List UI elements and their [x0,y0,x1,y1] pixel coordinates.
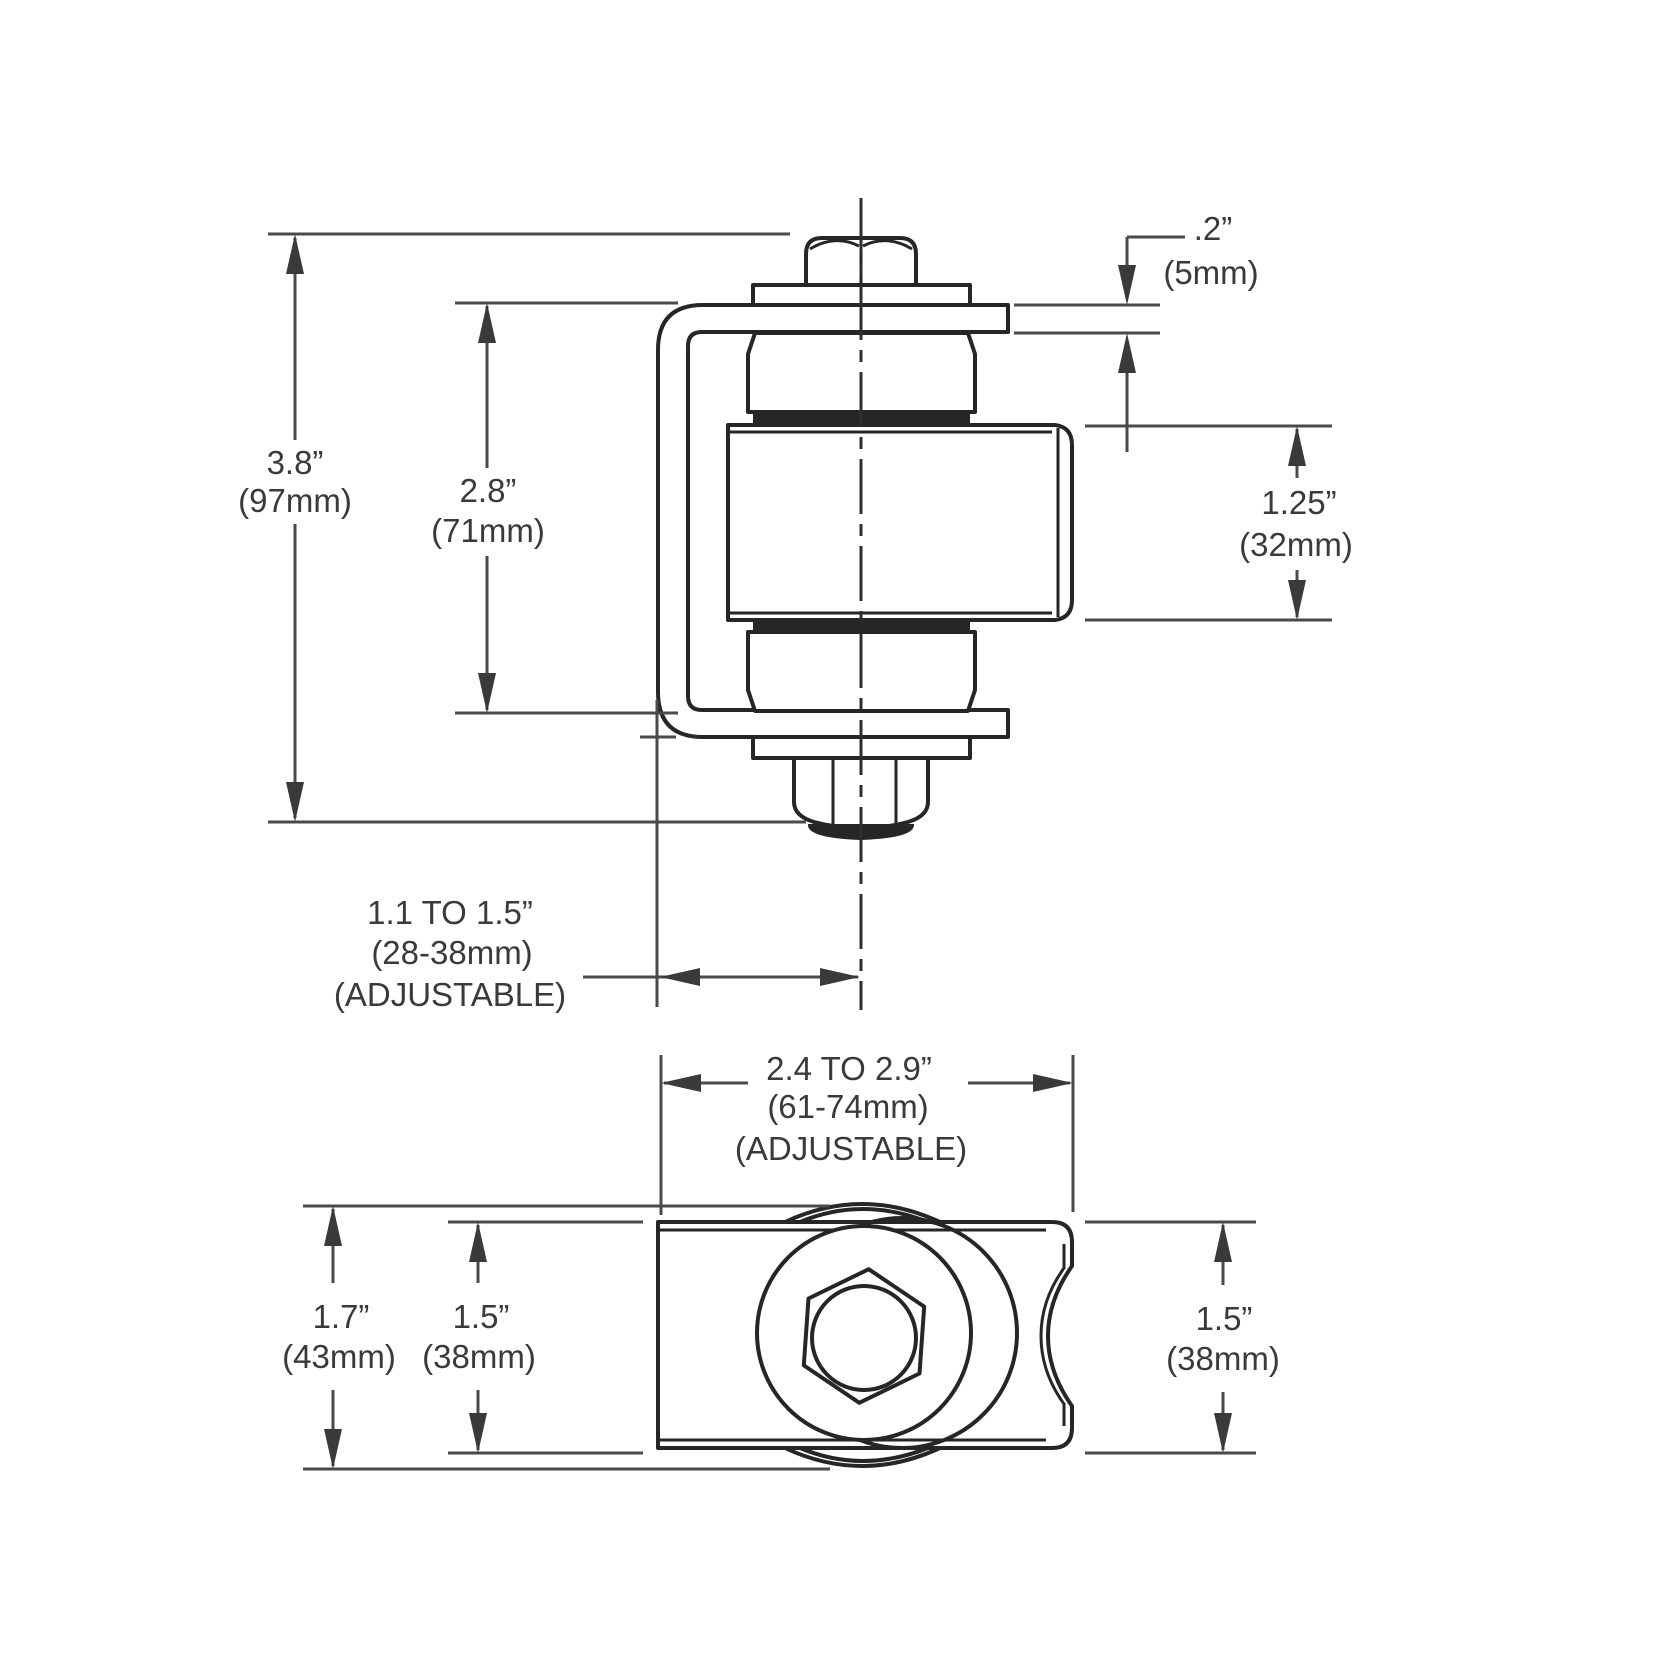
arrow-down-icon [1118,265,1136,305]
dim-overall-height-mm: (97mm) [238,482,352,519]
arrow-down-icon [469,1413,487,1453]
dim-overall-height-in: 3.8” [267,444,324,481]
dim-overall-width: 2.4 TO 2.9” (61-74mm) (ADJUSTABLE) [659,1050,1075,1215]
dim-frame-depth-in: 1.5” [1196,1300,1253,1337]
dim-bracket-opening-in: 2.8” [460,472,517,509]
dim-overall-width-note: (ADJUSTABLE) [735,1130,967,1167]
arrow-up-icon [324,1206,342,1246]
hinge-barrel [726,423,1074,622]
arrow-down-icon [286,782,304,822]
side-view: 3.8” (97mm) 2.8” (71mm) .2” (5mm) [238,198,1353,1013]
dim-bracket-opening-mm: (71mm) [431,512,545,549]
bolt-head-facet-right [862,239,913,251]
arrow-left-icon [660,968,700,986]
dim-post-offset-mm: (28-38mm) [371,934,532,971]
dim-overall-width-mm: (61-74mm) [767,1088,928,1125]
dim-frame-depth-mm: (38mm) [1166,1340,1280,1377]
arrow-down-icon [1288,580,1306,620]
dim-barrel-height: 1.25” (32mm) [1085,424,1353,622]
arrow-up-icon [1288,426,1306,466]
arrow-left-icon [661,1074,701,1092]
dim-barrel-height-in: 1.25” [1261,484,1336,521]
dim-post-offset: 1.1 TO 1.5” (28-38mm) (ADJUSTABLE) [334,700,860,1013]
dim-overall-depth: 1.7” (43mm) [282,1204,830,1471]
barrel-outline [726,423,1074,622]
dim-post-offset-note: (ADJUSTABLE) [334,976,566,1013]
bolt-head-facet-left [809,239,860,251]
arrow-up-icon [286,234,304,274]
top-view: 2.4 TO 2.9” (61-74mm) (ADJUSTABLE) 1.7” … [282,1050,1280,1471]
arrow-up-icon [1214,1222,1232,1262]
dim-flange-thickness: .2” (5mm) [1014,210,1259,452]
dim-bracket-opening: 2.8” (71mm) [431,301,678,715]
dim-flange-thickness-mm: (5mm) [1163,254,1258,291]
dim-plate-depth: 1.5” (38mm) [422,1220,643,1455]
arrow-down-icon [478,673,496,713]
dim-plate-depth-in: 1.5” [453,1298,510,1335]
dim-overall-height: 3.8” (97mm) [238,232,806,824]
arrow-down-icon [324,1429,342,1469]
dim-plate-depth-mm: (38mm) [422,1338,536,1375]
dim-frame-depth: 1.5” (38mm) [1085,1220,1280,1455]
lower-bushing-shadow-band [753,622,970,632]
dim-overall-depth-mm: (43mm) [282,1338,396,1375]
arrow-up-icon [478,303,496,343]
arrow-up-icon [469,1222,487,1262]
dim-overall-width-in: 2.4 TO 2.9” [766,1050,932,1087]
dim-post-offset-in: 1.1 TO 1.5” [367,894,533,931]
j-bracket [656,303,1010,739]
plate-right-inner-line [1039,1244,1066,1426]
dim-barrel-height-mm: (32mm) [1239,526,1353,563]
arrow-up-icon [1118,333,1136,373]
arrow-down-icon [1214,1413,1232,1453]
arrow-right-icon [820,968,860,986]
bolt-shank-circle [810,1284,918,1392]
dim-flange-thickness-in: .2” [1194,210,1233,247]
dim-overall-depth-in: 1.7” [313,1298,370,1335]
arrow-right-icon [1033,1074,1073,1092]
